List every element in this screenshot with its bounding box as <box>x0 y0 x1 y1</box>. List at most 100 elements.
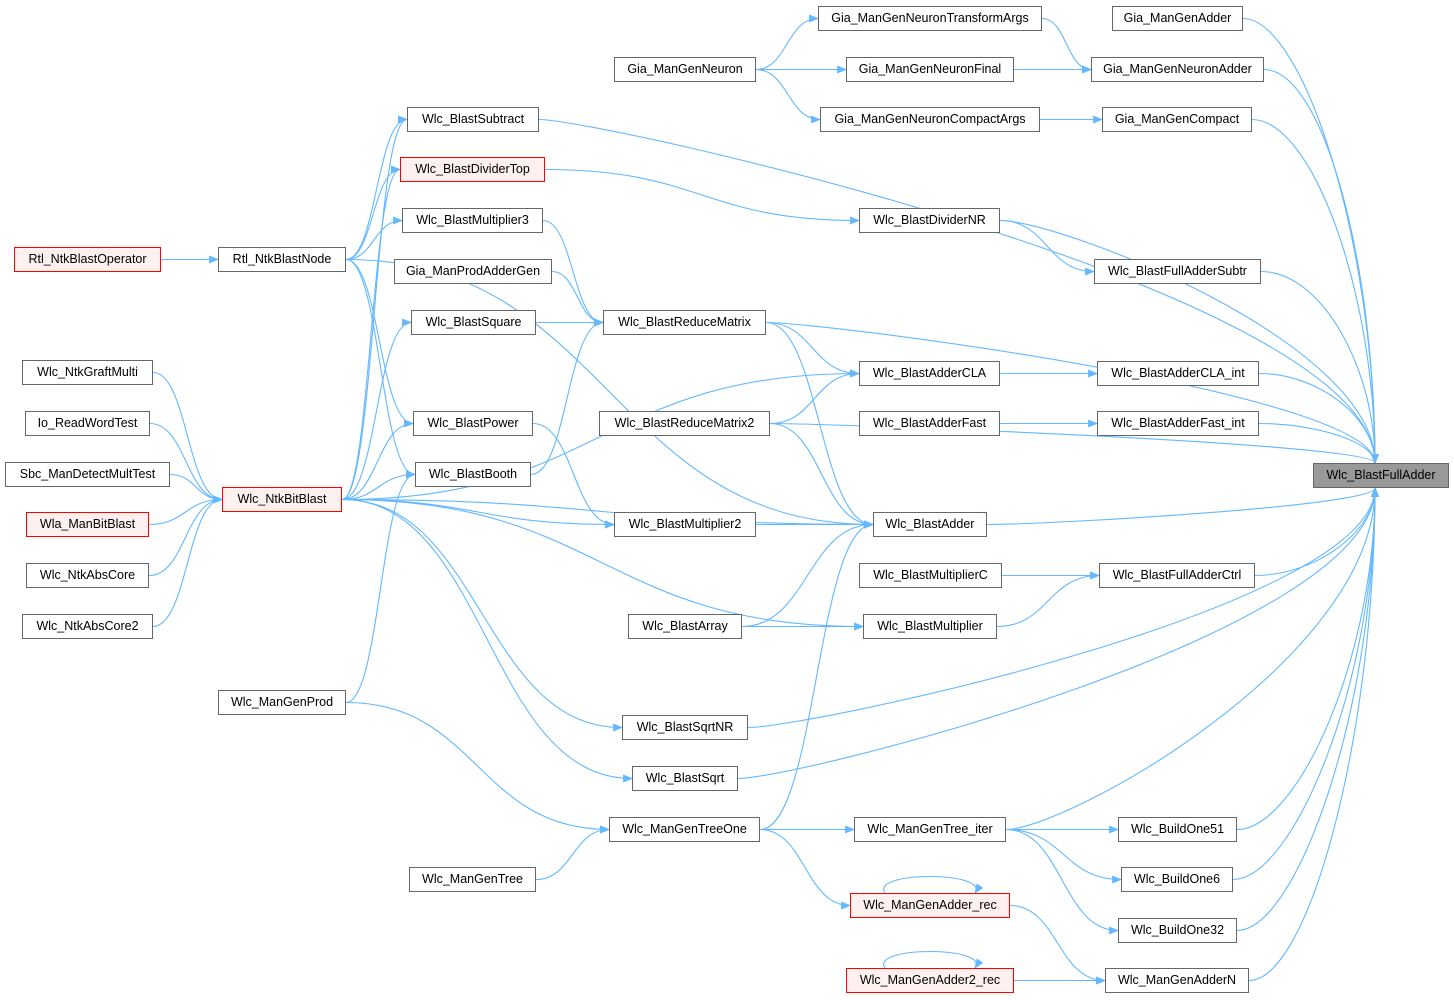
edge-gto-to-adder <box>759 520 874 831</box>
edge-rm2-to-cla <box>769 369 860 425</box>
edge-gti-to-b32 <box>1005 828 1119 935</box>
node-wlc-blastmultiplier[interactable]: Wlc_BlastMultiplier <box>863 614 997 639</box>
edge-rbn-to-sub <box>345 115 408 261</box>
node-wlc-blastaddercla[interactable]: Wlc_BlastAdderCLA <box>859 361 1000 386</box>
edge-gnta-to-gmgna <box>1041 17 1092 74</box>
edge-dnr-to-fas <box>999 219 1095 276</box>
node-wlc-blastsquare[interactable]: Wlc_BlastSquare <box>411 310 536 335</box>
node-wlc-blastadder[interactable]: Wlc_BlastAdder <box>873 512 987 537</box>
node-wlc-blastsqrtnr[interactable]: Wlc_BlastSqrtNR <box>622 715 748 740</box>
node-wlc-mangenprod[interactable]: Wlc_ManGenProd <box>218 690 346 715</box>
edge-rbn-to-booth <box>345 258 416 479</box>
edge-nbb-to-sq <box>341 498 633 783</box>
node-gia-mangenneurontransformargs[interactable]: Gia_ManGenNeuronTransformArgs <box>818 6 1042 31</box>
node-wlc-buildone6[interactable]: Wlc_BuildOne6 <box>1121 867 1233 892</box>
node-wlc-ntkabscore2[interactable]: Wlc_NtkAbsCore2 <box>22 614 153 639</box>
node-wlc-blastfulladdersubtr[interactable]: Wlc_BlastFullAdderSubtr <box>1094 259 1261 284</box>
edge-gto-to-gar <box>759 828 851 910</box>
node-wlc-mangentreeone[interactable]: Wlc_ManGenTreeOne <box>609 817 760 842</box>
node-wlc-blastreducematrix2[interactable]: Wlc_BlastReduceMatrix2 <box>599 411 770 436</box>
edge-rbn-to-mul3 <box>345 216 403 261</box>
node-wlc-blastdividernr[interactable]: Wlc_BlastDividerNR <box>859 208 1000 233</box>
node-wlc-mangentree[interactable]: Wlc_ManGenTree <box>409 867 536 892</box>
edge-sq-to-root <box>737 487 1379 780</box>
node-wlc-blastpower[interactable]: Wlc_BlastPower <box>413 411 533 436</box>
edge-gprod-to-gto <box>345 701 610 834</box>
edge-fastint-to-root <box>1258 422 1379 464</box>
node-rtl-ntkblastoperator[interactable]: Rtl_NtkBlastOperator <box>14 247 161 272</box>
edge-nbb-to-sqnr <box>341 498 623 732</box>
node-wlc-blastadderfast[interactable]: Wlc_BlastAdderFast <box>859 411 1000 436</box>
node-wlc-mangenaddern[interactable]: Wlc_ManGenAdderN <box>1105 968 1249 993</box>
edge-rm-to-cla <box>765 321 860 378</box>
node-wla-manbitblast[interactable]: Wla_ManBitBlast <box>26 512 149 537</box>
edge-gar-to-gan <box>1009 904 1106 985</box>
edge-nbb-to-cla <box>341 369 860 501</box>
node-wlc-blastfulladder[interactable]: Wlc_BlastFullAdder <box>1313 463 1449 488</box>
edge-gmgna-to-root <box>1263 68 1379 464</box>
node-io-readwordtest[interactable]: Io_ReadWordTest <box>25 411 150 436</box>
node-wlc-ntkabscore[interactable]: Wlc_NtkAbsCore <box>26 563 149 588</box>
node-gia-mangenneuronfinal[interactable]: Gia_ManGenNeuronFinal <box>846 57 1014 82</box>
node-wlc-blastreducematrix[interactable]: Wlc_BlastReduceMatrix <box>603 310 766 335</box>
edge-gan-to-root <box>1248 487 1379 982</box>
node-wlc-mangentree-iter[interactable]: Wlc_ManGenTree_iter <box>854 817 1006 842</box>
node-wlc-ntkgraftmulti[interactable]: Wlc_NtkGraftMulti <box>22 360 153 385</box>
edge-adder-to-root <box>986 487 1379 526</box>
edge-sqnr-to-root <box>747 487 1379 729</box>
edge-wla-to-nbb <box>148 495 223 526</box>
edge-rm2-to-adder <box>769 422 874 529</box>
node-wlc-mangenadder-rec[interactable]: Wlc_ManGenAdder_rec <box>850 893 1010 918</box>
edge-nbb-to-pow <box>341 419 414 501</box>
edge-gmga-to-root <box>1242 17 1379 464</box>
edge-nbb-to-adder <box>341 498 874 529</box>
edge-gti-to-b6 <box>1005 828 1122 884</box>
edge-mul3-to-rm <box>542 219 604 327</box>
node-wlc-blastaddercla-int[interactable]: Wlc_BlastAdderCLA_int <box>1097 361 1259 386</box>
edge-gti-to-root <box>1005 487 1379 831</box>
node-wlc-blastfulladderctrl[interactable]: Wlc_BlastFullAdderCtrl <box>1099 563 1255 588</box>
node-wlc-blastdividertop[interactable]: Wlc_BlastDividerTop <box>400 157 545 182</box>
node-wlc-blastmultiplier3[interactable]: Wlc_BlastMultiplier3 <box>402 208 543 233</box>
node-gia-mangenadder[interactable]: Gia_ManGenAdder <box>1112 6 1243 31</box>
edge-abs2-to-nbb <box>152 495 223 628</box>
edge-fas-to-root <box>1260 270 1379 464</box>
edge-nbb-to-booth <box>341 470 416 501</box>
edge-gn-to-gnta <box>755 14 819 71</box>
edge-iorwt-to-nbb <box>149 422 223 504</box>
edge-rm-to-adder <box>765 321 874 529</box>
node-wlc-blastmultiplier2[interactable]: Wlc_BlastMultiplier2 <box>614 512 756 537</box>
edge-sbc-to-nbb <box>169 473 223 504</box>
edge-fac-to-root <box>1254 487 1379 577</box>
node-gia-manprodaddergen[interactable]: Gia_ManProdAdderGen <box>394 259 552 284</box>
edge-nbb-to-dtop <box>341 165 401 501</box>
node-gia-mangenneuron[interactable]: Gia_ManGenNeuron <box>614 57 756 82</box>
node-wlc-blastadderfast-int[interactable]: Wlc_BlastAdderFast_int <box>1097 411 1259 436</box>
edge-dtop-to-dnr <box>544 168 860 225</box>
edge-b6-to-root <box>1232 487 1379 881</box>
edge-mul-to-fac <box>996 571 1100 628</box>
node-wlc-buildone32[interactable]: Wlc_BuildOne32 <box>1118 918 1237 943</box>
node-wlc-blastsqrt[interactable]: Wlc_BlastSqrt <box>632 766 738 791</box>
edge-pow-to-mul2 <box>532 422 615 529</box>
edge-nbb-to-sub <box>341 115 408 501</box>
node-wlc-blastsubtract[interactable]: Wlc_BlastSubtract <box>407 107 539 132</box>
node-wlc-ntkbitblast[interactable]: Wlc_NtkBitBlast <box>222 487 342 512</box>
node-gia-mangenneuroncompactargs[interactable]: Gia_ManGenNeuronCompactArgs <box>820 107 1040 132</box>
edge-b32-to-root <box>1236 487 1379 932</box>
node-wlc-buildone51[interactable]: Wlc_BuildOne51 <box>1118 817 1237 842</box>
node-gia-mangenneuronadder[interactable]: Gia_ManGenNeuronAdder <box>1091 57 1264 82</box>
node-wlc-mangenadder2-rec[interactable]: Wlc_ManGenAdder2_rec <box>846 968 1014 993</box>
node-rtl-ntkblastnode[interactable]: Rtl_NtkBlastNode <box>218 247 346 272</box>
edge-b51-to-root <box>1236 487 1379 831</box>
node-gia-mangencompact[interactable]: Gia_ManGenCompact <box>1102 107 1252 132</box>
edge-rbn-to-pow <box>345 258 414 428</box>
edge-rm-to-root <box>765 321 1379 464</box>
edge-nbb-to-mul <box>341 498 864 631</box>
node-sbc-mandetectmulttest[interactable]: Sbc_ManDetectMultTest <box>5 462 170 487</box>
edge-gt-to-gto <box>535 825 610 881</box>
node-wlc-blastmultiplierc[interactable]: Wlc_BlastMultiplierC <box>859 563 1002 588</box>
node-wlc-blastarray[interactable]: Wlc_BlastArray <box>628 614 742 639</box>
node-wlc-blastbooth[interactable]: Wlc_BlastBooth <box>415 462 531 487</box>
edge-ga2r-to-ga2r <box>883 950 984 969</box>
